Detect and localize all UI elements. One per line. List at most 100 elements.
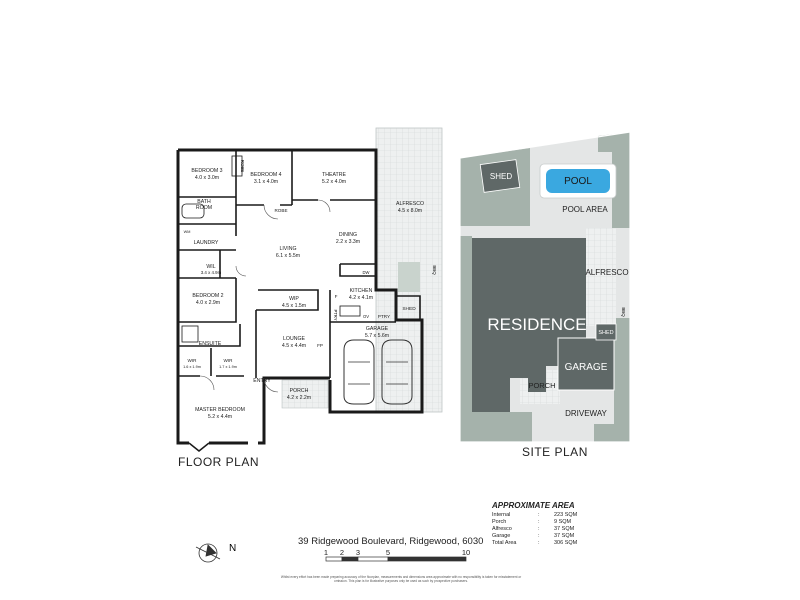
site-boundary <box>459 131 631 443</box>
scale-tick-1: 1 <box>324 548 328 557</box>
area-row-internal: Internal: 223 SQM <box>492 512 602 519</box>
area-row-garage: Garage: 37 SQM <box>492 533 602 540</box>
site-plan-caption: SITE PLAN <box>522 445 588 459</box>
label-garage: GARAGE <box>366 326 389 332</box>
door-arc-3 <box>199 375 215 391</box>
scale-tick-3: 3 <box>356 548 360 557</box>
dims-master-bedroom: 5.2 x 4.4m <box>208 414 232 420</box>
wall-wir <box>178 348 244 377</box>
label-ov: OV <box>363 314 369 319</box>
car-left <box>343 339 375 405</box>
door-arc-2 <box>317 199 331 213</box>
site-label-porch: PORCH <box>528 381 555 390</box>
approximate-area-title: APPROXIMATE AREA <box>492 501 575 510</box>
garden-east <box>614 318 630 442</box>
label-kitchen: KITCHEN <box>350 288 373 294</box>
label-lounge: LOUNGE <box>283 336 305 342</box>
label-laundry: LAUNDRY <box>194 240 219 246</box>
north-arrow: N <box>195 543 236 563</box>
wall-wip <box>256 289 319 311</box>
dims-wir-1: 1.6 x 1.9m <box>183 365 201 369</box>
floor-plan: BEDROOM 3 4.0 x 3.0m BEDROOM 4 3.1 x 4.0… <box>176 127 443 452</box>
label-shed: SHED <box>402 306 416 312</box>
area-value: 223 SQM <box>554 512 578 518</box>
site-alfresco-paving <box>586 228 616 326</box>
area-row-porch: Porch:9 SQM <box>492 519 602 526</box>
label-entry: ENTRY <box>253 378 271 384</box>
site-garage <box>557 337 615 391</box>
label-wir-1: WIR <box>188 358 198 363</box>
area-separator: : <box>538 526 540 532</box>
site-label-pool: POOL <box>564 176 592 187</box>
label-master-bedroom: MASTER BEDROOM <box>195 407 245 413</box>
scale-tick-10: 10 <box>462 548 470 557</box>
label-ensuite: ENSUITE <box>199 341 222 347</box>
site-plan: SHED POOL POOL AREA ALFRESCO RESIDENCE S… <box>459 131 631 443</box>
wall-kitchen-island <box>339 263 376 277</box>
label-porch: PORCH <box>290 388 309 394</box>
dims-dining: 2.2 x 3.3m <box>336 239 360 245</box>
area-row-alfresco: Alfresco:37 SQM <box>492 526 602 533</box>
north-label: N <box>229 543 236 554</box>
area-label: Garage <box>492 533 511 539</box>
wall-shed <box>396 295 421 320</box>
area-separator: : <box>538 533 540 539</box>
area-separator: : <box>538 512 540 518</box>
dims-bedroom-3: 4.0 x 3.0m <box>195 175 219 181</box>
dims-wil: 3.4 x 4.9m <box>201 270 222 275</box>
label-living: LIVING <box>279 246 296 252</box>
label-wir-2: WIR <box>224 358 234 363</box>
dims-kitchen: 4.2 x 4.1m <box>349 295 373 301</box>
label-wil: WIL <box>206 264 215 270</box>
outer-wall-north <box>178 148 378 262</box>
label-bbq-floor: BBQ <box>432 265 437 275</box>
room-labels: BEDROOM 3 4.0 x 3.0m BEDROOM 4 3.1 x 4.0… <box>183 168 424 420</box>
wall-kitchen-south <box>329 290 396 378</box>
label-bedroom-2: BEDROOM 2 <box>192 293 223 299</box>
label-bedroom-4: BEDROOM 4 <box>250 172 281 178</box>
residence-footprint <box>472 238 586 412</box>
site-shed <box>479 159 521 193</box>
site-label-driveway: DRIVEWAY <box>565 409 607 418</box>
area-label: Internal <box>492 512 511 518</box>
site-label-shed: SHED <box>490 172 512 181</box>
dims-wir-2: 1.7 x 1.9m <box>219 365 237 369</box>
area-row-total: Total Area:306 SQM <box>492 540 602 547</box>
area-value: 306 SQM <box>554 540 578 546</box>
dims-porch: 4.2 x 2.2m <box>287 395 311 401</box>
outer-wall-master <box>176 376 266 445</box>
label-bath: BATH <box>197 199 211 205</box>
label-theatre: THEATRE <box>322 172 346 178</box>
disclaimer: Whilst every effort has been made prepar… <box>280 575 522 583</box>
label-alfresco: ALFRESCO <box>396 201 424 207</box>
dims-garage: 5.7 x 5.6m <box>365 333 389 339</box>
scale-tick-5: 5 <box>386 548 390 557</box>
scale-bar-segment-4 <box>387 556 467 562</box>
dims-bedroom-2: 4.0 x 2.9m <box>196 300 220 306</box>
north-arrow-circle <box>198 543 218 563</box>
robe-cabinet <box>231 155 243 177</box>
master-bay-window <box>188 442 210 452</box>
scale-bar-segment-3 <box>357 556 389 562</box>
label-room: ROOM <box>196 205 212 211</box>
garden-patch <box>398 262 420 292</box>
garden-west <box>460 236 472 442</box>
door-arc-5 <box>235 265 247 277</box>
scale-bar: 1 2 3 5 10 <box>324 548 470 562</box>
label-bedroom-3: BEDROOM 3 <box>191 168 222 174</box>
area-value: 9 SQM <box>554 519 572 525</box>
label-dining: DINING <box>339 232 357 238</box>
area-value: 37 SQM <box>554 533 575 539</box>
pool-water <box>546 169 610 193</box>
site-label-shed-small: SHED <box>598 330 613 336</box>
label-ptry-vertical: PTRY <box>333 309 338 320</box>
approximate-area-table: APPROXIMATE AREA Internal: 223 SQM Porch:… <box>492 502 602 547</box>
dims-living: 6.1 x 5.5m <box>276 253 300 259</box>
car-right <box>381 339 413 405</box>
floor-plan-caption: FLOOR PLAN <box>178 455 260 469</box>
area-value: 37 SQM <box>554 526 575 532</box>
dims-bedroom-4: 3.1 x 4.0m <box>254 179 278 185</box>
scale-bar-segment-1 <box>325 556 343 562</box>
label-wm: WM <box>184 230 191 234</box>
